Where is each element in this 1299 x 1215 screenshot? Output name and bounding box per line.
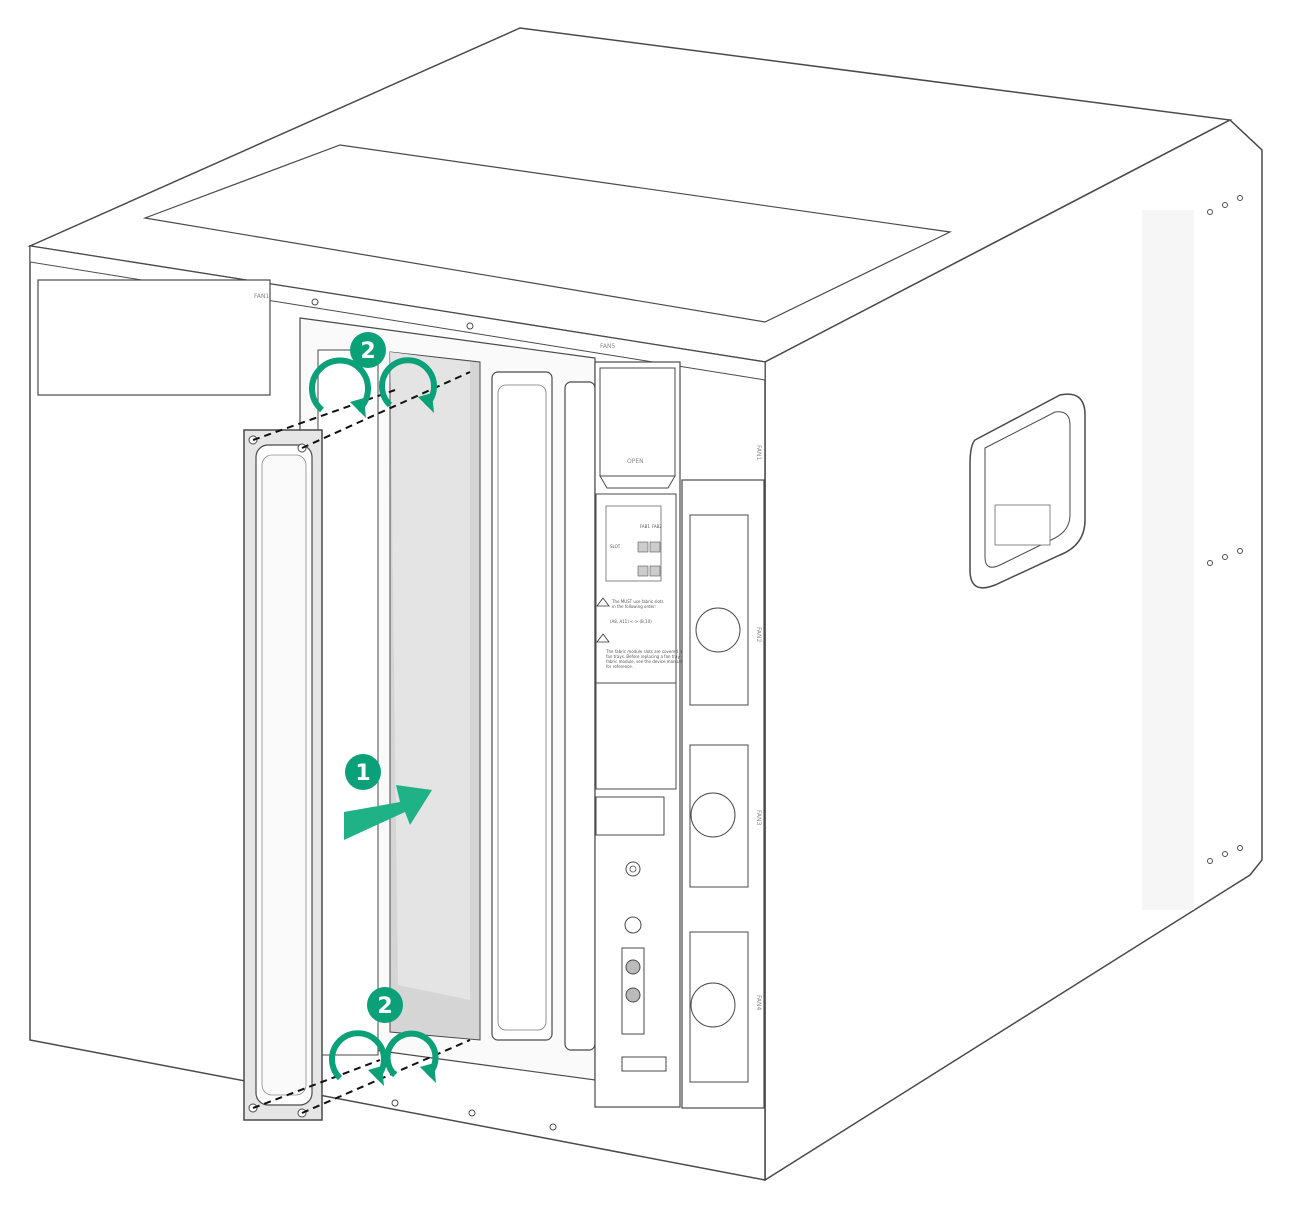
fan-top-label: FAN1 — [254, 293, 269, 300]
warning-line-5: fabric module, see the device manual — [606, 659, 682, 664]
callout-1-number: 1 — [355, 761, 370, 786]
card-cage: FAN5 — [299, 317, 615, 1081]
fab2-label: FAB2 — [652, 524, 662, 529]
open-label: OPEN — [627, 458, 644, 465]
warning-line-3: The fabric module slots are covered by — [605, 649, 685, 654]
callout-2-top: 2 — [350, 332, 386, 368]
insert-arrow — [344, 785, 432, 840]
rotate-arrow-top-left — [309, 357, 371, 418]
filler-panel — [243, 429, 323, 1121]
chassis-screws — [311, 195, 1243, 1131]
rotate-arrow-top-right — [379, 357, 437, 413]
warning-line-1: The MUST use fabric slots — [611, 599, 664, 604]
fab1-label: FAB1 — [640, 524, 650, 529]
warning-line-4: fan trays. Before replacing a fan tray o… — [606, 654, 686, 659]
callout-2-bottom-number: 2 — [377, 994, 392, 1019]
fan-side-1-label: FAN1 — [755, 445, 762, 460]
slot-order-label: (A8, A11) <-> (B,10) — [610, 619, 652, 624]
callout-2-bottom: 2 — [367, 987, 403, 1023]
control-panel: OPEN SLOT FAB1 FAB2 The MUST use fabric … — [594, 361, 686, 1108]
rotate-arrow-bottom-right — [384, 1030, 439, 1083]
carry-handle — [969, 393, 1086, 589]
fan-side-4-label: FAN4 — [755, 995, 762, 1010]
slot-label: SLOT — [610, 544, 621, 549]
fan-side-3-label: FAN3 — [755, 810, 762, 825]
chassis-right-side — [764, 119, 1263, 1182]
side-fan-trays: FAN1 FAN2 FAN3 FAN4 — [681, 445, 765, 1109]
fan-side-2-label: FAN2 — [755, 627, 762, 642]
callout-2-top-number: 2 — [360, 339, 375, 364]
rotate-arrow-bottom-left — [329, 1030, 387, 1086]
warning-line-6: for reference. — [606, 664, 633, 669]
warning-line-2: in the following order: — [612, 604, 656, 609]
callout-1: 1 — [345, 754, 381, 790]
fan-slot-label: FAN5 — [600, 343, 615, 350]
alignment-lines — [252, 371, 471, 1114]
